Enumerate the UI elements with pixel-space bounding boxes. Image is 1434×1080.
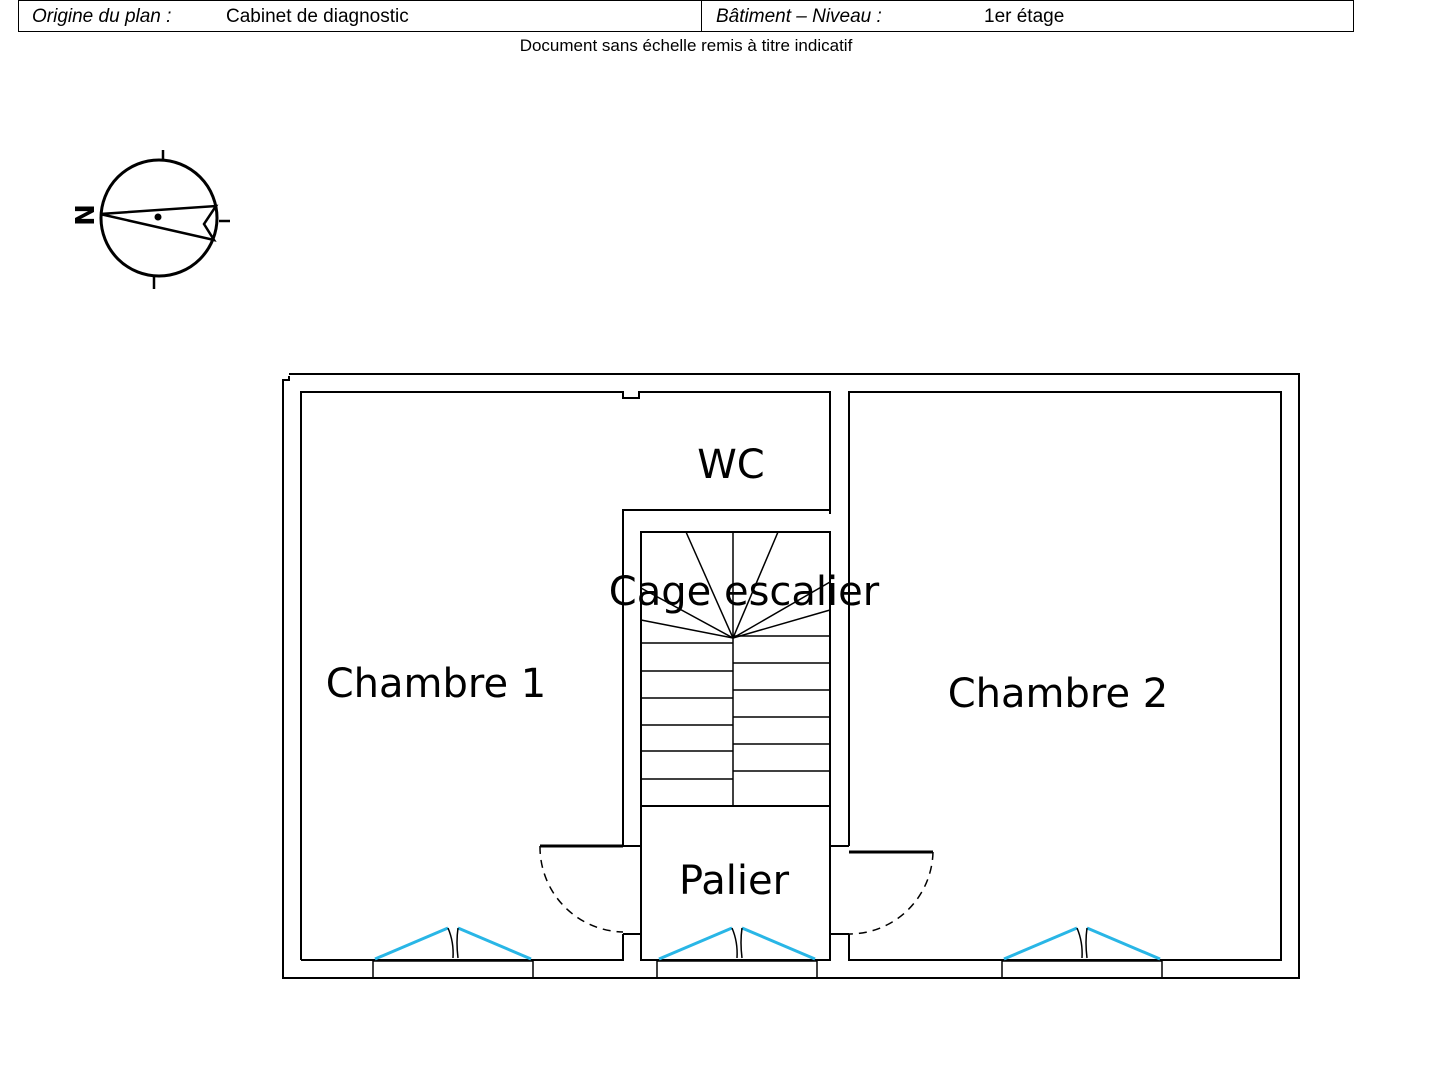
- origin-label: Origine du plan :: [32, 6, 172, 27]
- windows: [372, 926, 1163, 978]
- window-chambre-1: [372, 926, 534, 978]
- origin-cell: Origine du plan : Cabinet de diagnostic: [19, 0, 702, 31]
- building-cell: Bâtiment – Niveau : 1er étage: [702, 0, 1353, 31]
- door-chambre-1: [539, 844, 624, 933]
- room-label-wc: WC: [697, 442, 764, 488]
- door-chambre-2: [848, 850, 934, 935]
- staircase: [640, 531, 831, 806]
- room-label-chambre-1: Chambre 1: [326, 661, 547, 707]
- window-palier: [656, 926, 818, 978]
- scale-disclaimer: Document sans échelle remis à titre indi…: [519, 36, 853, 55]
- compass-icon: [99, 150, 230, 289]
- building-value: 1er étage: [984, 6, 1065, 27]
- header-table: Origine du plan : Cabinet de diagnostic …: [18, 0, 1354, 32]
- header-top-border: [19, 0, 1353, 4]
- room-label-stairs: Cage escalier: [609, 569, 880, 615]
- room-label-palier: Palier: [679, 858, 790, 904]
- building-label: Bâtiment – Niveau :: [716, 6, 882, 27]
- window-chambre-2: [1001, 926, 1163, 978]
- compass-north-letter: N: [71, 204, 101, 226]
- origin-value: Cabinet de diagnostic: [226, 6, 409, 27]
- walls: [282, 373, 1300, 979]
- room-label-chambre-2: Chambre 2: [948, 671, 1169, 717]
